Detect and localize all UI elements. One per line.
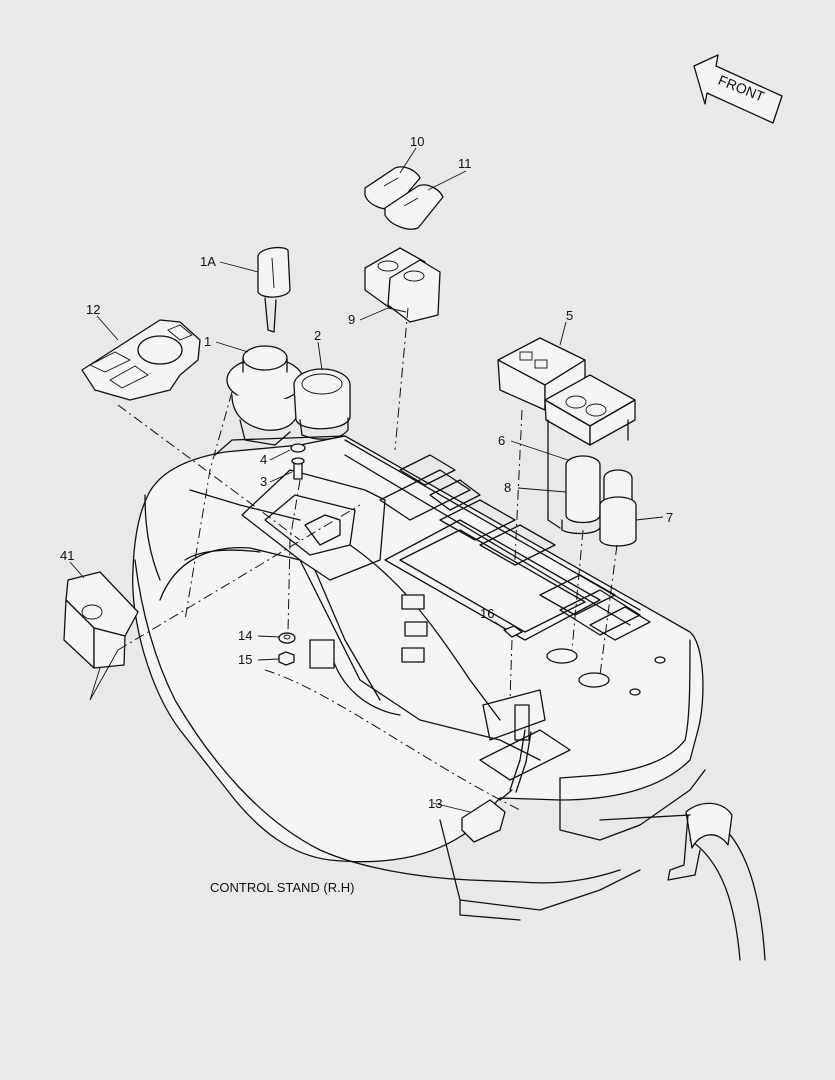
socket-8 [561, 455, 601, 535]
callout-13: 13 [428, 796, 442, 811]
interior-wiring [299, 544, 571, 793]
callout-3: 3 [260, 474, 267, 489]
connector-13 [461, 789, 513, 843]
knob-2 [293, 368, 351, 440]
callout-16: 16 [480, 606, 494, 621]
lighter-7 [599, 469, 637, 547]
callout-11: 11 [458, 156, 472, 171]
callout-1: 1 [204, 334, 211, 349]
callout-15: 15 [238, 652, 252, 667]
leader-lines [69, 147, 664, 813]
module-41 [63, 571, 139, 669]
callout-8: 8 [504, 480, 511, 495]
hose [599, 802, 766, 961]
diagram-caption: CONTROL STAND (R.H) [210, 880, 354, 895]
callout-2: 2 [314, 328, 321, 343]
ignition-switch-1 [226, 345, 304, 446]
switch-9 [364, 247, 441, 323]
callout-4: 4 [260, 452, 267, 467]
panel-6 [544, 374, 636, 529]
console-top-deck [214, 435, 666, 696]
callout-41: 41 [60, 548, 74, 563]
callout-7: 7 [666, 510, 673, 525]
switch-panel-12 [81, 319, 201, 401]
rocker-cap-11 [384, 184, 444, 230]
front-direction-arrow: FRONT [693, 54, 783, 124]
callout-6: 6 [498, 433, 505, 448]
nut-15 [278, 651, 295, 666]
washer-4 [290, 443, 306, 453]
bolt-3 [291, 457, 305, 480]
callout-5: 5 [566, 308, 573, 323]
callouts: 1A 1 2 3 4 5 6 7 8 9 10 11 12 13 14 15 1… [60, 134, 673, 811]
switch-block-5 [497, 337, 586, 411]
grommet-14 [278, 632, 296, 644]
callout-9: 9 [348, 312, 355, 327]
callout-10: 10 [410, 134, 424, 149]
callout-1a: 1A [200, 254, 216, 269]
callout-14: 14 [238, 628, 252, 643]
clip-16 [503, 625, 523, 638]
callout-12: 12 [86, 302, 100, 317]
key-1a [257, 246, 291, 333]
installation-centerlines [117, 307, 618, 811]
